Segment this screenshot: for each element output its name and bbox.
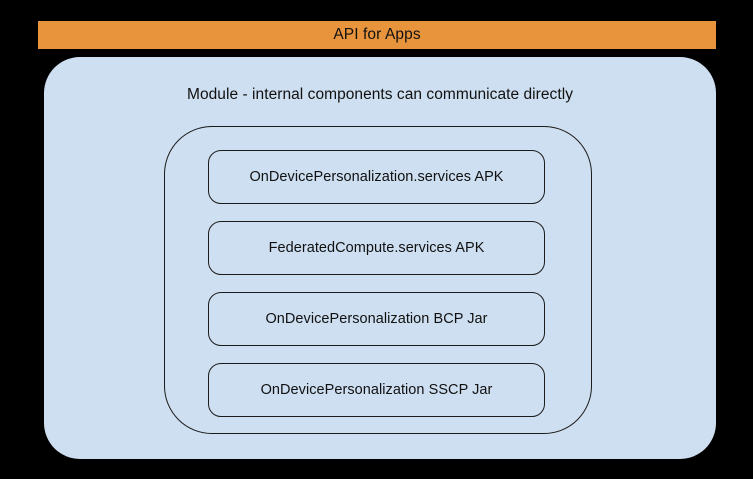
api-for-apps-banner: API for Apps — [38, 21, 716, 49]
component-list: OnDevicePersonalization.services APK Fed… — [208, 150, 545, 417]
internal-components-group — [164, 126, 592, 434]
module-description-label: Module - internal components can communi… — [186, 86, 574, 103]
module-container: Module - internal components can communi… — [44, 57, 716, 459]
component-card-label: OnDevicePersonalization BCP Jar — [265, 310, 488, 327]
component-card-federatedcompute-services-apk: FederatedCompute.services APK — [208, 221, 545, 275]
component-card-ondevicepersonalization-bcp-jar: OnDevicePersonalization BCP Jar — [208, 292, 545, 346]
api-banner-label: API for Apps — [333, 26, 421, 44]
component-card-label: OnDevicePersonalization.services APK — [249, 168, 504, 185]
component-card-label: OnDevicePersonalization SSCP Jar — [260, 381, 493, 398]
component-card-ondevicepersonalization-services-apk: OnDevicePersonalization.services APK — [208, 150, 545, 204]
component-card-label: FederatedCompute.services APK — [268, 239, 485, 256]
component-card-ondevicepersonalization-sscp-jar: OnDevicePersonalization SSCP Jar — [208, 363, 545, 417]
